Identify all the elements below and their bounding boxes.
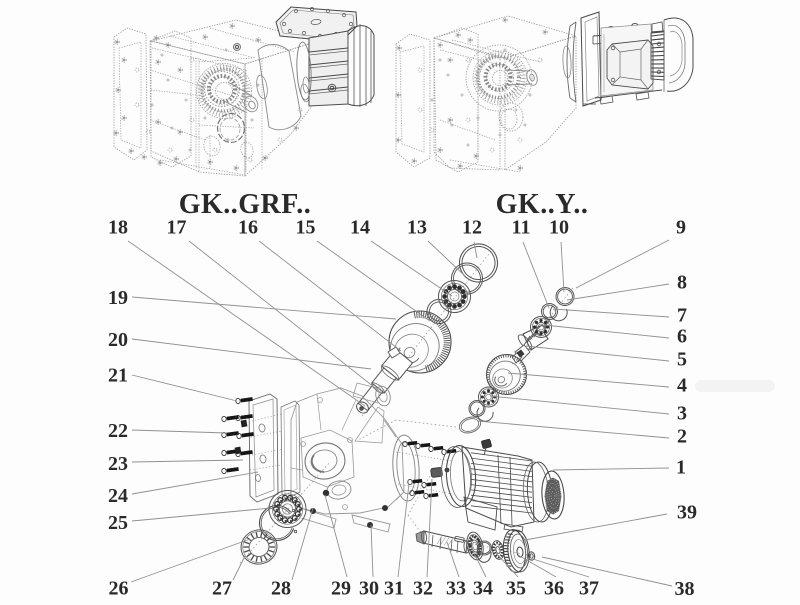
svg-text:17: 17: [167, 217, 187, 239]
svg-text:16: 16: [238, 217, 258, 239]
svg-text:GK..Y..: GK..Y..: [496, 189, 589, 220]
svg-text:1: 1: [676, 457, 686, 479]
svg-text:20: 20: [108, 329, 128, 351]
svg-text:26: 26: [109, 578, 129, 600]
svg-text:39: 39: [677, 502, 697, 524]
svg-text:11: 11: [512, 217, 531, 239]
svg-text:14: 14: [350, 217, 370, 239]
svg-text:12: 12: [462, 217, 482, 239]
svg-text:34: 34: [473, 578, 493, 600]
svg-text:31: 31: [384, 578, 404, 600]
svg-text:35: 35: [506, 578, 526, 600]
svg-text:18: 18: [108, 217, 128, 239]
svg-text:36: 36: [544, 578, 564, 600]
svg-text:23: 23: [108, 453, 128, 475]
svg-text:6: 6: [677, 326, 687, 348]
svg-text:9: 9: [676, 217, 686, 239]
svg-text:7: 7: [677, 305, 687, 327]
svg-text:24: 24: [108, 485, 128, 507]
svg-text:27: 27: [212, 578, 232, 600]
svg-text:28: 28: [271, 578, 291, 600]
svg-text:25: 25: [108, 512, 128, 534]
svg-text:2: 2: [677, 426, 687, 448]
svg-text:15: 15: [296, 217, 316, 239]
svg-text:21: 21: [108, 365, 128, 387]
svg-text:3: 3: [677, 403, 687, 425]
svg-text:4: 4: [677, 375, 687, 397]
svg-text:8: 8: [677, 272, 687, 294]
svg-text:19: 19: [108, 287, 128, 309]
svg-text:22: 22: [108, 420, 128, 442]
svg-text:33: 33: [446, 578, 466, 600]
svg-text:38: 38: [675, 578, 695, 600]
svg-text:GK..GRF..: GK..GRF..: [179, 189, 312, 220]
svg-text:5: 5: [677, 349, 687, 371]
svg-text:13: 13: [407, 217, 427, 239]
svg-text:29: 29: [331, 578, 351, 600]
svg-text:30: 30: [359, 578, 379, 600]
svg-text:10: 10: [549, 217, 569, 239]
svg-text:37: 37: [579, 578, 599, 600]
svg-text:32: 32: [413, 578, 433, 600]
